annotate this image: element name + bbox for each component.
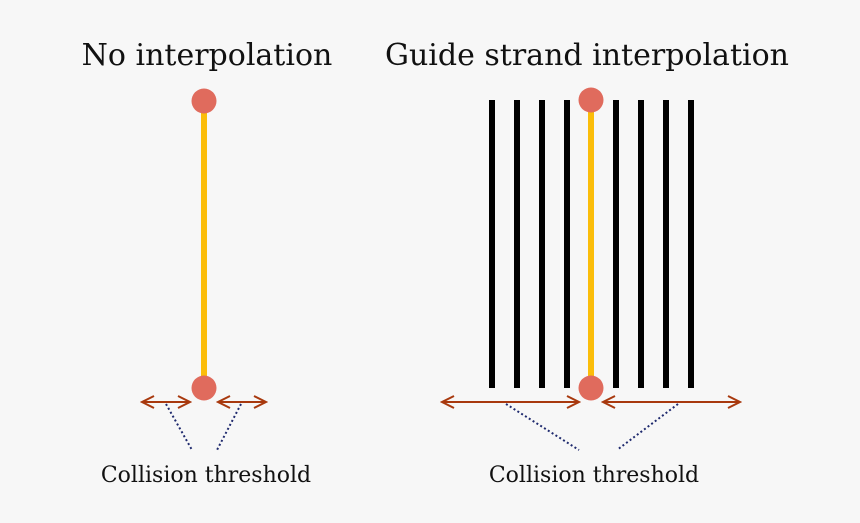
left-panel-title: No interpolation — [82, 38, 333, 73]
left-tip-node — [191, 375, 217, 401]
right-panel: Guide strand interpolation Collision thr… — [385, 38, 789, 488]
right-panel-caption: Collision threshold — [489, 463, 699, 488]
left-leader-line-2 — [216, 403, 242, 451]
left-panel-caption: Collision threshold — [101, 463, 311, 488]
left-root-node — [191, 88, 217, 114]
right-leader-line-1 — [505, 403, 580, 451]
right-panel-title: Guide strand interpolation — [385, 38, 789, 73]
right-tip-node — [578, 375, 604, 401]
right-root-node — [578, 87, 604, 113]
right-leader-line-2 — [616, 403, 679, 451]
left-leader-line-1 — [165, 403, 193, 451]
left-panel: No interpolation Collision threshold — [82, 38, 333, 488]
